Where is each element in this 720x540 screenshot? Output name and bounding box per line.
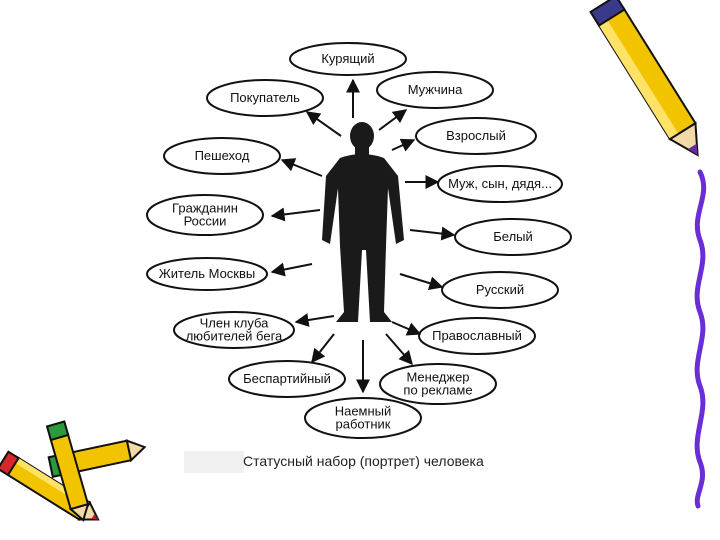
status-oval: Курящий (289, 42, 407, 76)
status-label: Гражданин (172, 201, 238, 216)
status-label: по рекламе (403, 383, 472, 398)
status-oval-shape (379, 363, 497, 405)
status-oval-shape (418, 317, 536, 355)
status-arrow (270, 207, 321, 222)
status-label: Взрослый (446, 128, 506, 143)
status-label: Житель Москвы (159, 266, 255, 281)
pencil-icon (589, 0, 699, 157)
status-label: Покупатель (230, 90, 300, 105)
status-oval-shape (304, 397, 422, 439)
status-arrow (378, 109, 408, 131)
status-arrow (294, 313, 335, 327)
caption-background (184, 451, 244, 473)
status-label: Беспартийный (243, 371, 331, 386)
status-arrow (270, 262, 313, 277)
status-oval: Мужчина (376, 71, 494, 109)
status-oval-shape (376, 71, 494, 109)
status-label: Наемный (335, 404, 392, 419)
status-arrow (391, 138, 416, 152)
status-label: Пешеход (195, 148, 250, 163)
status-arrow (385, 333, 413, 366)
status-label: Курящий (321, 51, 374, 66)
status-oval-shape (163, 137, 281, 175)
decorative-wavy-line (694, 169, 707, 509)
status-oval-shape (441, 271, 559, 309)
status-oval: Житель Москвы (146, 257, 268, 291)
status-oval: Муж, сын, дядя... (437, 165, 563, 203)
status-oval-shape (146, 194, 264, 236)
status-oval-shape (173, 311, 295, 349)
status-arrow (399, 273, 444, 290)
status-label: Православный (432, 328, 522, 343)
diagram-caption: Статусный набор (портрет) человека (243, 453, 484, 469)
status-label: Менеджер (406, 370, 469, 385)
status-arrow (409, 226, 456, 241)
status-oval-shape (206, 79, 324, 117)
status-oval-shape (415, 117, 537, 155)
status-oval: Русский (441, 271, 559, 309)
status-oval: Православный (418, 317, 536, 355)
status-oval-shape (289, 42, 407, 76)
status-oval-shape (146, 257, 268, 291)
human-silhouette (322, 122, 404, 322)
status-arrow (305, 111, 342, 137)
status-label: Член клуба (200, 316, 269, 331)
status-label: любителей бега (186, 329, 283, 344)
status-label: работник (336, 417, 391, 432)
status-arrow (391, 321, 422, 336)
status-oval: Пешеход (163, 137, 281, 175)
status-label: Мужчина (408, 82, 463, 97)
status-label: России (184, 214, 227, 229)
status-arrow (280, 158, 323, 177)
status-label: Русский (476, 282, 524, 297)
status-oval: Взрослый (415, 117, 537, 155)
status-oval: Покупатель (206, 79, 324, 117)
status-oval-shape (228, 360, 346, 398)
status-arrow (311, 333, 335, 364)
crossed-pencils-icon (0, 420, 147, 522)
status-label: Белый (493, 229, 533, 244)
status-oval: Беспартийный (228, 360, 346, 398)
status-oval: Белый (454, 218, 572, 256)
status-label: Муж, сын, дядя... (448, 176, 552, 191)
